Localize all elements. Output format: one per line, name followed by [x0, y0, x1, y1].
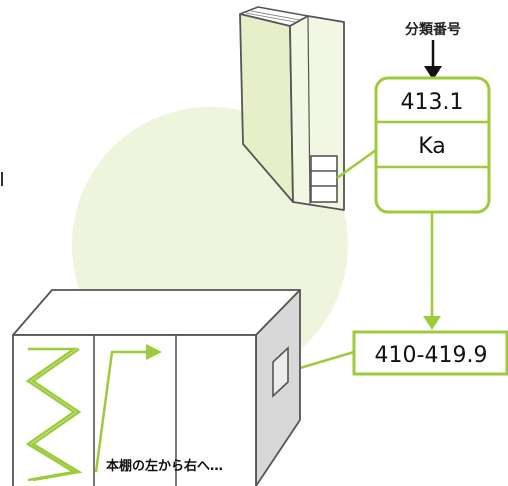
classification-label: 分類番号	[405, 21, 461, 38]
label-connector-line	[336, 148, 377, 180]
book-spine-label	[310, 155, 338, 203]
shelf-side-emblem	[272, 346, 289, 398]
shelf-direction-text: 本棚の左から右へ…	[106, 458, 223, 474]
shelf-direction-arrow-head	[146, 344, 162, 360]
shelf-top	[12, 289, 301, 336]
shelf-direction-arrow	[94, 350, 148, 473]
shelf-zigzag-path-2	[25, 347, 78, 482]
book	[239, 6, 345, 211]
spine-label-number: 413.1	[401, 90, 464, 115]
range-connector-line	[299, 350, 355, 370]
label-to-range-arrow-head	[423, 316, 441, 330]
spine-label-author: Ka	[418, 134, 446, 159]
spine-label-enlarged: 413.1 Ka	[374, 76, 491, 214]
shelf-range-text: 410-419.9	[375, 343, 488, 368]
classification-arrow-head	[424, 66, 442, 80]
